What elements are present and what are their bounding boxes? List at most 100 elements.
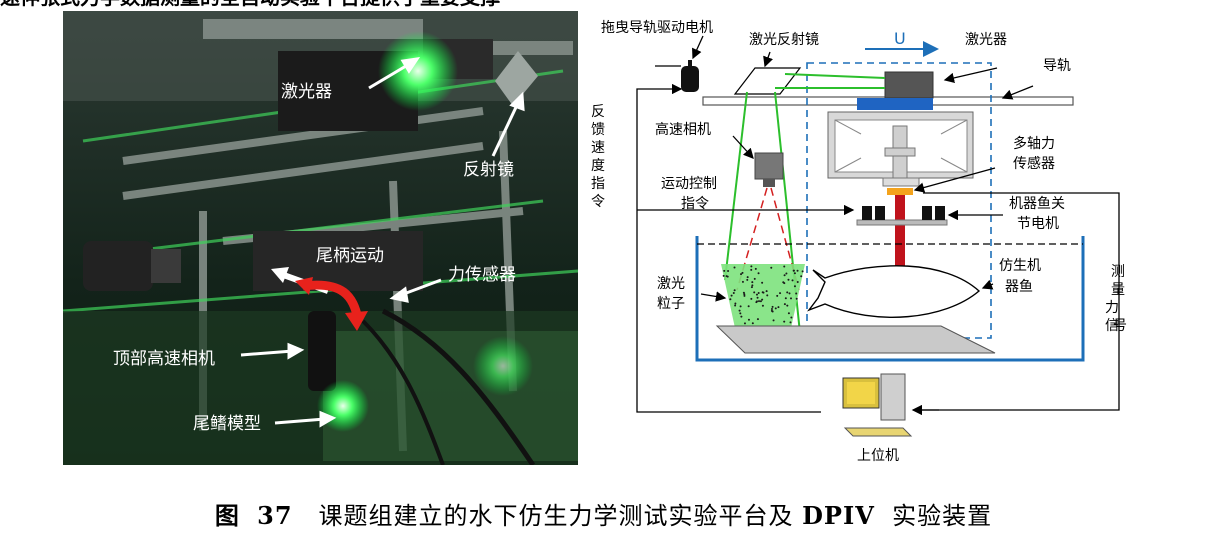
particle-dot <box>779 292 782 295</box>
feedback-char: 指 <box>591 176 605 192</box>
particle-dot <box>761 298 764 301</box>
label-laser-particles-2: 粒子 <box>657 296 685 312</box>
particle-dot <box>765 290 768 293</box>
particle-dot <box>755 301 758 304</box>
particle-dot <box>739 305 742 308</box>
feedback-char: 令 <box>591 194 605 210</box>
particle-dot <box>800 275 803 278</box>
particle-dot <box>732 292 735 295</box>
particle-dot <box>739 312 742 315</box>
particle-dot <box>792 269 795 272</box>
force-signal-char: 测 <box>1111 264 1125 280</box>
particle-dot <box>796 269 799 272</box>
particle-dot <box>733 289 736 292</box>
particle-dot <box>793 272 796 275</box>
feedback-char: 度 <box>591 158 605 174</box>
force-signal-char: 量 <box>1111 282 1125 298</box>
photo-label-mirror: 反射镜 <box>463 160 514 180</box>
label-drag-motor: 拖曳导轨驱动电机 <box>601 20 713 36</box>
particle-dot <box>738 309 741 312</box>
particle-dot <box>733 266 736 269</box>
particle-dot <box>742 291 745 294</box>
particle-dot <box>753 291 756 294</box>
label-host-pc: 上位机 <box>857 448 899 464</box>
feedback-char: 速 <box>591 140 605 156</box>
particle-dot <box>796 281 799 284</box>
particle-dot <box>761 281 764 284</box>
photo-label-laser: 激光器 <box>281 82 332 102</box>
label-force-sensor-2: 传感器 <box>1013 155 1055 172</box>
label-joint-motor-1: 机器鱼关 <box>1009 195 1065 212</box>
particle-dot <box>757 292 760 295</box>
caption-number: 37 <box>257 501 293 530</box>
particle-dot <box>789 297 792 300</box>
particle-dot <box>759 300 762 303</box>
particle-dot <box>788 292 791 295</box>
particle-dot <box>771 305 774 308</box>
particle-dot <box>756 296 759 299</box>
particle-dot <box>761 304 764 307</box>
label-bio-fish-2: 器鱼 <box>1005 278 1033 295</box>
particle-dot <box>793 285 796 288</box>
particle-dot <box>747 305 750 308</box>
caption-text-1: 课题组建立的水下仿生力学测试实验平台及 <box>318 502 794 530</box>
top-text-fragment: 速伸张式力学数据测量的全自动实验平台提供了重要支撑 <box>0 0 1207 8</box>
label-force-sensor-1: 多轴力 <box>1013 135 1055 152</box>
force-signal-char: 信 <box>1105 318 1119 334</box>
label-motion-cmd-2: 指令 <box>681 196 709 212</box>
label-laser: 激光器 <box>965 31 1007 48</box>
particle-dot <box>734 302 737 305</box>
particle-dot <box>787 312 790 315</box>
particle-dot <box>743 322 746 325</box>
label-hs-camera: 高速相机 <box>655 121 711 138</box>
force-signal-char: 力 <box>1105 300 1119 316</box>
particle-dot <box>723 269 726 272</box>
photo-label-force-sensor: 力传感器 <box>448 265 516 285</box>
particle-dot <box>727 269 730 272</box>
label-laser-particles-1: 激光 <box>657 275 685 292</box>
photo-label-fin-model: 尾鳍模型 <box>193 414 261 434</box>
label-rail: 导轨 <box>1043 58 1071 74</box>
particle-dot <box>750 265 753 268</box>
label-motion-cmd-1: 运动控制 <box>661 176 717 192</box>
photo-label-tail-motion: 尾柄运动 <box>316 246 384 266</box>
feedback-char: 反 <box>591 104 605 120</box>
particle-dot <box>750 286 753 289</box>
photo-label-top-camera: 顶部高速相机 <box>113 349 215 369</box>
particle-dot <box>741 280 744 283</box>
particle-dot <box>751 284 754 287</box>
particle-dot <box>743 293 746 296</box>
particle-dot <box>790 316 793 319</box>
particle-dot <box>746 278 749 281</box>
particle-dot <box>770 308 773 311</box>
label-laser-mirror: 激光反射镜 <box>749 31 819 48</box>
particle-dot <box>783 303 786 306</box>
particle-dot <box>795 292 798 295</box>
particle-dot <box>754 267 757 270</box>
particle-dot <box>757 272 760 275</box>
particle-dot <box>772 319 775 322</box>
particle-dot <box>725 275 728 278</box>
particle-dot <box>743 294 746 297</box>
particle-dot <box>750 268 753 271</box>
particle-dot <box>734 304 737 307</box>
particle-dot <box>783 265 786 268</box>
particle-dot <box>783 274 786 277</box>
caption-text-3: 实验装置 <box>892 502 993 530</box>
particle-dot <box>747 318 750 321</box>
particle-dot <box>785 272 788 275</box>
particle-dot <box>740 273 743 276</box>
force-signal-char: 号 <box>1113 318 1127 334</box>
particle-dot <box>783 320 786 323</box>
label-u-velocity: U <box>894 29 906 48</box>
particle-dot <box>766 294 769 297</box>
particle-dot <box>756 318 759 321</box>
particle-dot <box>753 277 756 280</box>
caption-text-2: DPIV <box>802 501 875 530</box>
particle-dot <box>730 294 733 297</box>
particle-dot <box>750 297 753 300</box>
experiment-photo: 激光器 反射镜 尾柄运动 力传感器 顶部高速相机 尾鳍模型 <box>63 11 578 465</box>
particle-dot <box>746 276 749 279</box>
particle-dot <box>777 306 780 309</box>
particle-dots <box>722 265 804 325</box>
